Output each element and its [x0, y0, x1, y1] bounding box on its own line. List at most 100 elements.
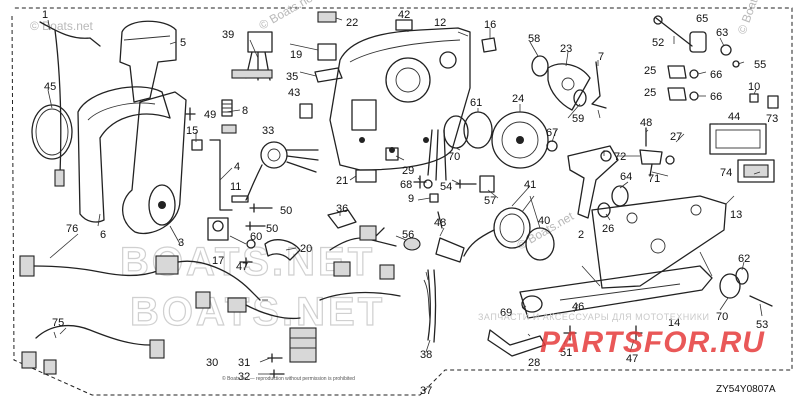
- washer-26: [597, 202, 611, 218]
- boats-watermark-top: © Boats.net: [30, 19, 94, 33]
- cables-center: [427, 129, 447, 181]
- bracket-4: [209, 139, 233, 211]
- callout-68: 68: [400, 179, 412, 191]
- seal-70b: [719, 273, 741, 299]
- callout-52: 52: [652, 37, 664, 49]
- callout-30: 30: [206, 357, 218, 369]
- callout-49: 49: [204, 109, 216, 121]
- callout-7: 7: [598, 51, 604, 63]
- bar-28: [487, 329, 546, 357]
- cap-22: [317, 11, 337, 23]
- side-plate-13-hole-b: [650, 238, 666, 254]
- callout-70b: 70: [716, 311, 728, 323]
- connector-75a: [21, 351, 37, 369]
- callout-25b: 25: [644, 87, 656, 99]
- callout-12: 12: [434, 17, 446, 29]
- callout-26: 26: [602, 223, 614, 235]
- callout-60: 60: [250, 231, 262, 243]
- callout-1: 1: [42, 9, 48, 21]
- callout-41: 41: [524, 179, 536, 191]
- callout-45: 45: [44, 81, 56, 93]
- bolt-51: [563, 325, 577, 341]
- clamp-21: [355, 169, 377, 183]
- callout-51: 51: [560, 347, 572, 359]
- pin-48a: [437, 211, 443, 229]
- lever-23-hole: [561, 77, 575, 91]
- label-42: [395, 19, 413, 31]
- control-handle-5: [119, 20, 177, 103]
- bushing-59: [573, 89, 587, 107]
- screw-32: [269, 369, 285, 379]
- washer-66b: [689, 91, 699, 101]
- clip-bracket: [221, 124, 237, 134]
- callout-32: 32: [238, 371, 250, 383]
- callout-27: 27: [670, 131, 682, 143]
- arm-detail: [87, 102, 156, 121]
- callout-47b: 47: [626, 353, 638, 365]
- partsfor-banner: ЗАПЧАСТИ И АКСЕССУАРЫ ДЛЯ МОТОТЕХНИКИ: [478, 312, 709, 322]
- housing-12-boss-inner: [395, 67, 421, 93]
- washer-62: [735, 267, 749, 285]
- spring-8-coils: [222, 103, 232, 113]
- housing-12-rim: [349, 39, 461, 63]
- callout-5: 5: [180, 37, 186, 49]
- cable-38-detail: [423, 279, 431, 321]
- bolt-52-head: [653, 15, 663, 25]
- harness-main-2: [245, 304, 301, 320]
- callout-53: 53: [756, 319, 768, 331]
- callout-3: 3: [178, 237, 184, 249]
- callout-72: 72: [614, 151, 626, 163]
- grommet-56: [403, 237, 421, 251]
- cover-20: [264, 239, 301, 261]
- collar-57: [479, 175, 495, 193]
- cable-nut-16: [481, 37, 497, 53]
- lever-plate-2-hole: [600, 150, 612, 162]
- connector-75b: [43, 359, 57, 375]
- gear-24-inner: [501, 121, 539, 159]
- callout-54: 54: [440, 181, 452, 193]
- seal-35: [314, 67, 343, 83]
- washer-27: [665, 155, 675, 165]
- trim-meter-41-inner: [499, 213, 525, 243]
- callout-75: 75: [52, 317, 64, 329]
- callout-61: 61: [470, 97, 482, 109]
- switch-17: [207, 217, 229, 241]
- arm-7: [591, 61, 607, 109]
- housing-12-boss: [385, 57, 431, 103]
- harness-main: [177, 260, 261, 301]
- diagram-code: ZY54Y0807A: [716, 384, 776, 395]
- label-43: [299, 103, 313, 119]
- connector-center-1: [359, 225, 377, 241]
- coupler-48: [435, 237, 465, 263]
- callout-28: 28: [528, 357, 540, 369]
- connector-center-3: [379, 264, 395, 280]
- harness-76: [33, 265, 161, 277]
- trim-meter-41: [493, 207, 531, 249]
- callout-46: 46: [572, 301, 584, 313]
- boats-big-watermark-2: BOATS.NET: [130, 290, 385, 334]
- connector-block-detail: [290, 337, 316, 349]
- boats-watermark-side-1: © Boats.net: [257, 0, 319, 33]
- handle-detail: [123, 35, 171, 41]
- callout-66b: 66: [710, 91, 722, 103]
- collar-65: [689, 31, 707, 53]
- harness-75: [35, 324, 151, 346]
- bolt-52: [655, 17, 693, 47]
- callout-73: 73: [766, 113, 778, 125]
- plug-18: [385, 147, 399, 161]
- washer-68: [423, 179, 433, 189]
- callout-67: 67: [546, 127, 558, 139]
- o-ring-45-inner: [35, 108, 69, 156]
- lever-plate-2: [567, 145, 619, 219]
- connector-1: [54, 169, 65, 187]
- callout-19: 19: [290, 49, 302, 61]
- ignition-switch-wires: [286, 149, 319, 173]
- callout-63: 63: [716, 27, 728, 39]
- callout-48a: 48: [434, 217, 446, 229]
- label-74: [737, 159, 775, 183]
- screw-47b: [629, 325, 643, 341]
- callout-15: 15: [186, 125, 198, 137]
- fuse-block-39: [247, 31, 273, 53]
